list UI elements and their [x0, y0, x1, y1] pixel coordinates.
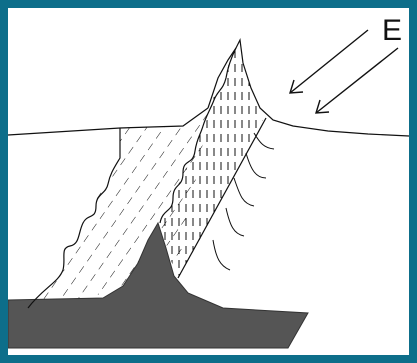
peak	[207, 37, 409, 137]
right-tick-5	[212, 239, 231, 271]
right-tick-4	[225, 207, 245, 237]
label-e: E	[382, 14, 402, 47]
left-wavy-boundary	[27, 128, 121, 309]
diagram-svg: E	[8, 14, 409, 349]
arrow-lower	[315, 47, 399, 114]
right-tick-3	[233, 177, 255, 207]
hatched-zone-vertical	[160, 48, 263, 278]
arrow-upper	[289, 29, 369, 94]
right-tick-1	[253, 132, 275, 150]
inner-wavy-line	[159, 47, 237, 224]
right-tick-2	[245, 152, 267, 179]
diagram-canvas: E	[8, 8, 409, 355]
surface-line-left	[8, 107, 209, 136]
diagonal-boundary	[177, 117, 267, 279]
dark-mass	[8, 221, 309, 349]
